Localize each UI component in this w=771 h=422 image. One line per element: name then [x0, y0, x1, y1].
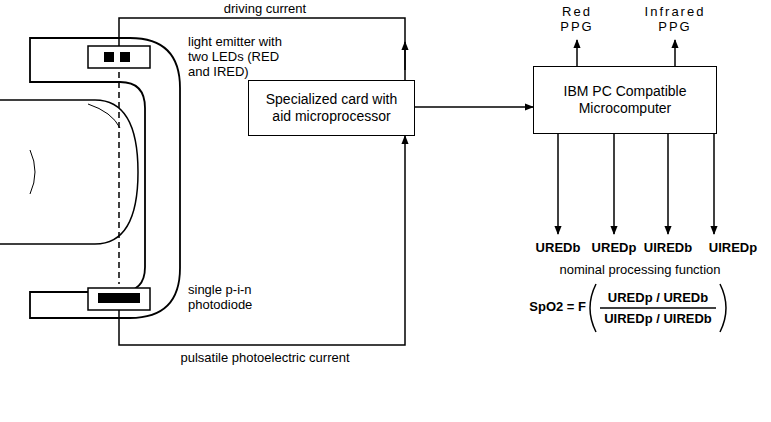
output-arrow — [713, 133, 715, 234]
note-label: nominal processing function — [540, 262, 740, 277]
process-box: Specialized card with aid microprocessor — [248, 80, 415, 136]
finger-crease — [30, 150, 35, 194]
formula-text: SpO2 = F — [500, 299, 586, 314]
light-path — [118, 72, 120, 284]
part-label: light emitter with two LEDs (RED and IRE… — [188, 34, 300, 79]
red-led — [104, 52, 114, 62]
formula-paren — [720, 284, 726, 332]
finger-nail — [88, 104, 120, 128]
fraction-bar — [600, 307, 716, 308]
computer-box: IBM PC Compatible Microcomputer — [533, 66, 717, 134]
output-label: Red PPG — [547, 4, 607, 34]
formula-text: UREDp / UREDb — [600, 290, 716, 305]
output-label: Infrared PPG — [630, 4, 720, 34]
part-label: single p-i-n photodiode — [188, 282, 288, 312]
signal-label: pulsatile photoelectric current — [160, 350, 370, 365]
formula-paren — [590, 284, 596, 332]
signal-name: UIREDp — [700, 240, 766, 255]
signal-label: driving current — [190, 1, 340, 16]
output-arrow — [557, 133, 559, 234]
output-arrow — [613, 133, 615, 234]
signal-arrow — [415, 106, 533, 108]
signal-name: UREDp — [584, 240, 644, 255]
photodiode — [98, 293, 140, 303]
photodiode-housing — [88, 288, 150, 310]
formula-text: UIREDp / UIREDb — [600, 311, 716, 326]
driving-current-wire — [119, 18, 405, 80]
box-text: IBM PC Compatible Microcomputer — [542, 83, 708, 117]
output-arrow — [674, 40, 676, 66]
light-emitter — [88, 46, 150, 68]
driving-current-arrow — [404, 42, 406, 70]
pulsatile-current-wire — [119, 136, 405, 345]
ired-led — [120, 52, 130, 62]
signal-name: UREDb — [528, 240, 588, 255]
finger — [0, 100, 138, 244]
output-arrow — [667, 133, 669, 234]
box-text: Specialized card with aid microprocessor — [257, 91, 406, 125]
signal-name: UIREDb — [636, 240, 700, 255]
output-arrow — [576, 40, 578, 66]
